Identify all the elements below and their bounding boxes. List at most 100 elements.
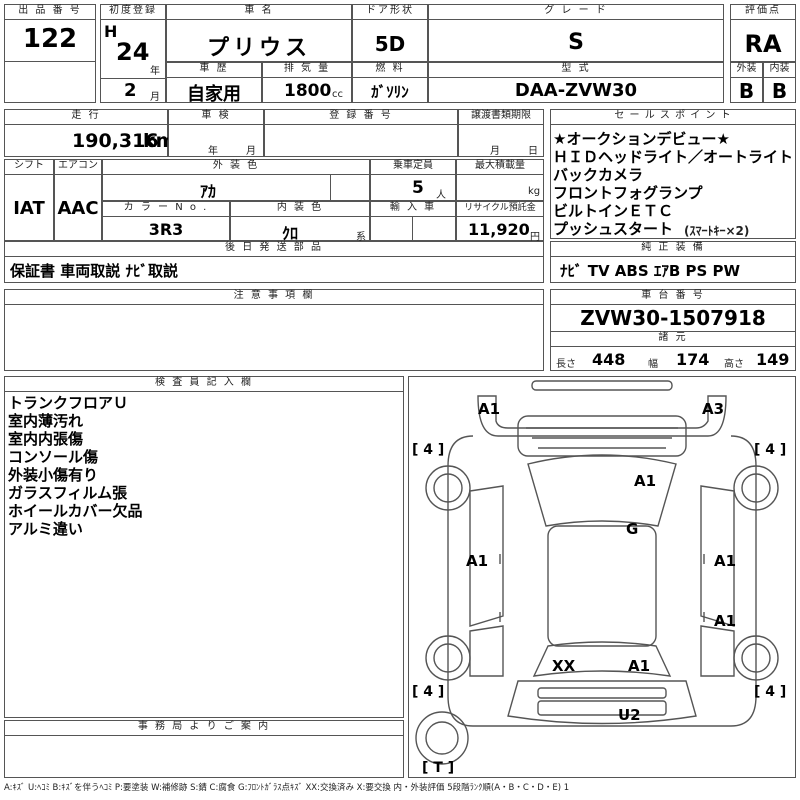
mark-glass: G: [626, 520, 638, 538]
spare-tire: [415, 711, 469, 765]
mark-hood-right: A1: [628, 657, 650, 675]
inspection-month-unit: 月: [246, 146, 256, 157]
inspector-note-1: トランクフロアＵ: [8, 394, 129, 412]
int-color-unit: 系: [356, 232, 366, 243]
mileage-header: 走 行: [4, 109, 168, 125]
tire-fl-inner: [433, 643, 463, 673]
transfer-deadline-header: 譲渡書類期限: [458, 109, 544, 125]
max-load-unit: kg: [528, 186, 541, 197]
equipment-header: 純 正 装 備: [550, 241, 796, 257]
office-header: 事 務 局 よ り ご 案 内: [4, 720, 404, 736]
recycle-header: リサイクル預託金: [456, 201, 544, 217]
selling-points-header: セ ー ル ス ポ イ ン ト: [550, 109, 796, 125]
first-reg-month: 2: [124, 80, 137, 101]
inspector-cell: [4, 376, 404, 718]
right-side: [700, 485, 735, 677]
spare-tire-inner: [425, 721, 459, 755]
selling-points-cell: [550, 109, 796, 239]
shift-value: IAT: [13, 198, 45, 219]
height-label: 高さ: [724, 359, 744, 370]
int-color-header: 内 装 色: [230, 201, 370, 217]
era-letter: H: [104, 22, 118, 41]
inspection-header: 車 検: [168, 109, 264, 125]
score-header: 評価点: [730, 4, 796, 20]
car-name-value: プリウス: [206, 36, 311, 61]
recycle-value: 11,920: [468, 220, 530, 239]
tire-rl: [425, 465, 471, 511]
selling-point-2: ＨＩＤヘッドライト／オートライト: [553, 148, 794, 166]
max-load-header: 最大積載量: [456, 159, 544, 175]
mark-rear-right: A3: [702, 400, 724, 418]
selling-point-1: ★オークションデビュー★: [553, 130, 730, 148]
capacity-value: 5: [412, 178, 424, 198]
inspector-note-4: コンソール傷: [8, 448, 99, 466]
model-value: DAA-ZVW30: [514, 80, 638, 101]
door-handles: [499, 554, 705, 622]
tire-rr-grade: [ 4 ]: [754, 442, 786, 458]
later-parts-value: 保証書 車両取説 ﾅﾋﾞ取説: [10, 262, 178, 280]
inspector-note-8: アルミ違い: [8, 520, 83, 538]
model-header: 型 式: [428, 62, 724, 78]
rear-bumper: [531, 380, 673, 391]
rear-glass: [526, 427, 678, 449]
history-header: 車 歴: [166, 62, 262, 78]
left-side: [469, 485, 504, 677]
recycle-unit: 円: [530, 232, 540, 243]
hood: [507, 680, 697, 725]
length-value: 448: [592, 350, 626, 369]
first-reg-cell: [100, 4, 166, 103]
import-divider: [412, 217, 413, 241]
reg-no-header: 登 録 番 号: [264, 109, 458, 125]
mileage-unit: km: [143, 130, 176, 152]
color-no-header: カ ラ ー N o .: [102, 201, 230, 217]
lot-no-empty: [4, 61, 96, 103]
later-parts-header: 後 日 発 送 部 品: [4, 241, 544, 257]
width-value: 174: [676, 350, 710, 369]
first-reg-header: 初度登録: [100, 4, 166, 20]
chassis-value: ZVW30-1507918: [580, 306, 766, 330]
selling-point-note: (ｽﾏｰﾄｷｰ×2): [684, 224, 750, 238]
car-name-header: 車 名: [166, 4, 352, 20]
tire-rr: [733, 465, 779, 511]
chassis-header: 車 台 番 号: [550, 289, 796, 305]
car-diagram-frame: [408, 376, 796, 778]
aircon-header: エアコン: [54, 159, 102, 175]
height-value: 149: [756, 350, 790, 369]
displacement-value: 1800: [284, 81, 332, 101]
selling-point-3: バックカメラ: [553, 166, 644, 184]
ext-color-value: ｱｶ: [200, 182, 217, 201]
aircon-value: AAC: [57, 198, 99, 219]
lot-no-header: 出 品 番 号: [4, 4, 96, 20]
rear-quarter: [477, 395, 727, 437]
exterior-value: B: [738, 79, 755, 103]
month-unit: 月: [150, 92, 160, 103]
tire-fl-grade: [ 4 ]: [412, 684, 444, 700]
grade-value: S: [568, 30, 584, 55]
mark-front-bumper: U2: [618, 706, 641, 724]
door-value: 5D: [374, 32, 406, 56]
transfer-month-unit: 月: [490, 146, 500, 157]
inspector-note-2: 室内薄汚れ: [8, 412, 84, 430]
ext-color-header: 外 装 色: [102, 159, 370, 175]
tire-fr: [733, 635, 779, 681]
lot-no-value: 122: [22, 24, 78, 54]
ext-color-divider: [330, 175, 331, 201]
front-grille: [537, 700, 667, 716]
body-outline: [447, 435, 757, 727]
tire-rl-grade: [ 4 ]: [412, 442, 444, 458]
exterior-header: 外装: [730, 62, 763, 78]
roof: [527, 454, 677, 527]
selling-point-5: ビルトインＥＴＣ: [553, 202, 674, 220]
selling-point-6: プッシュスタート: [553, 220, 674, 238]
inspection-year-unit: 年: [208, 146, 218, 157]
spare-grade: [ T ]: [422, 760, 454, 776]
tire-fl: [425, 635, 471, 681]
mileage-value: 190,316: [72, 130, 159, 152]
first-reg-year: 24: [116, 38, 150, 66]
windshield: [532, 641, 672, 677]
notes-header: 注 意 事 項 欄: [4, 289, 544, 305]
trunk-lid: [517, 415, 687, 457]
legend: A:ｷｽﾞ U:ﾍｺﾐ B:ｷｽﾞを伴うﾍｺﾐ P:要塗装 W:補修跡 S:錆 …: [4, 783, 570, 793]
mark-roof: A1: [634, 472, 656, 490]
mark-right-door-rear: A1: [714, 552, 736, 570]
